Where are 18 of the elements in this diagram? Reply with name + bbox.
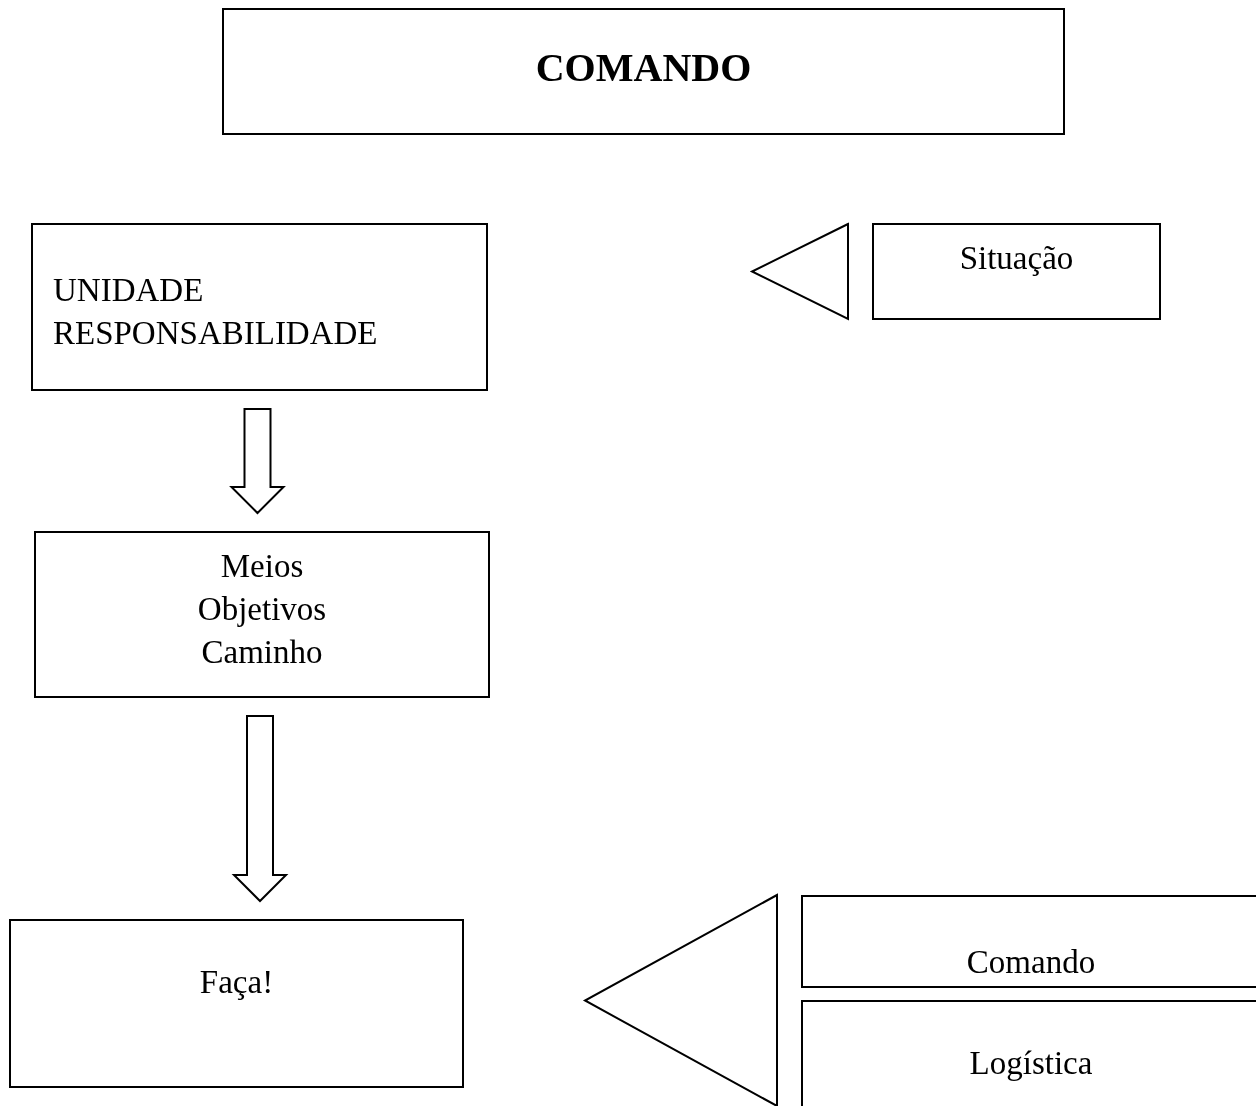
process-box xyxy=(9,919,464,1088)
title-text: COMANDO xyxy=(534,44,753,92)
node-text: Situação xyxy=(958,239,1075,278)
block-arrow xyxy=(229,408,286,515)
process-box xyxy=(801,1000,1256,1106)
block-arrow xyxy=(231,715,289,903)
title-box xyxy=(222,8,1065,135)
process-box xyxy=(31,223,488,391)
node-text: Faça! xyxy=(198,963,275,1002)
process-box xyxy=(34,531,490,698)
node-text: Meios Objetivos Caminho xyxy=(196,547,328,672)
process-box xyxy=(801,895,1256,988)
process-box xyxy=(872,223,1161,320)
triangle-arrow xyxy=(582,893,778,1106)
node-text: Comando xyxy=(965,943,1097,982)
node-text: UNIDADE RESPONSABILIDADE xyxy=(53,271,379,353)
node-text: Logística xyxy=(968,1044,1094,1083)
triangle-arrow xyxy=(749,222,849,321)
